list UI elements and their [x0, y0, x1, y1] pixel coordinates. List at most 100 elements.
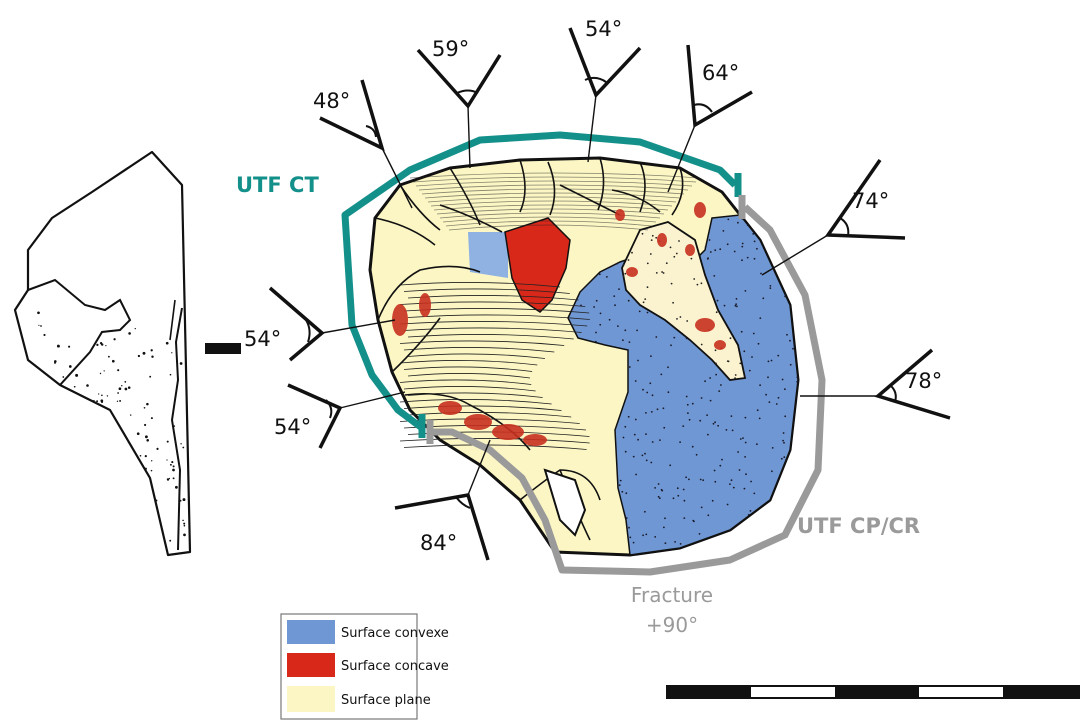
stipple-dot [741, 259, 743, 262]
scale-bar-seg-2 [835, 686, 919, 698]
stipple-dot [700, 343, 703, 346]
stipple-dot [142, 351, 146, 355]
stipple-dot [679, 316, 682, 318]
stipple-dot [789, 363, 792, 366]
stipple-dot [107, 355, 110, 358]
stipple-dot [101, 394, 103, 397]
stipple-dot [768, 401, 771, 403]
stipple-dot [628, 526, 630, 529]
stipple-dot [606, 276, 608, 278]
stipple-dot [151, 355, 154, 358]
stipple-dot [662, 272, 665, 274]
stipple-dot [633, 433, 636, 436]
stipple-dot [622, 275, 625, 278]
stipple-dot [669, 246, 672, 249]
stipple-dot [700, 506, 703, 509]
angle-label-84: 84° [420, 531, 457, 555]
stipple-dot [743, 487, 746, 490]
stipple-dot [172, 465, 175, 468]
stipple-dot [654, 487, 656, 489]
angle-label-78: 78° [905, 369, 942, 393]
stipple-dot [714, 249, 717, 252]
stipple-dot [737, 451, 739, 453]
stipple-dot [714, 480, 717, 483]
hatch-line [407, 373, 531, 379]
side-view-outline [13, 150, 192, 557]
stipple-dot [718, 390, 721, 392]
stipple-dot [629, 536, 632, 539]
angle-label-59: 59° [432, 37, 469, 61]
plane-patch-right [621, 221, 747, 381]
stipple-dot [715, 362, 717, 365]
stipple-dot [641, 454, 644, 457]
angle-gauge-54-top [568, 27, 642, 163]
stipple-dot [782, 432, 785, 434]
hatch-line [430, 200, 673, 207]
stipple-dot [37, 311, 40, 315]
stipple-dot [765, 393, 767, 396]
side-view-stipple [37, 311, 186, 542]
stipple-dot [183, 524, 186, 527]
hatch-line [421, 188, 685, 195]
hatch-line [409, 172, 701, 179]
stipple-dot [128, 332, 131, 335]
stipple-dot [730, 415, 733, 417]
stipple-dot [698, 533, 701, 535]
legend-swatch-convex [287, 620, 335, 644]
hatch-line [403, 425, 587, 431]
stipple-dot [745, 473, 747, 476]
stipple-dot [723, 304, 726, 307]
stipple-dot [169, 373, 172, 376]
angle-gauge-48 [319, 79, 413, 209]
stipple-dot [98, 393, 100, 395]
stipple-dot [624, 450, 627, 453]
stipple-dot [679, 543, 682, 545]
stipple-dot [173, 425, 176, 427]
hatch-line [403, 405, 562, 411]
stipple-dot [734, 304, 737, 307]
stipple-dot [730, 479, 733, 482]
hatch-line [424, 192, 681, 199]
hatch-line [407, 392, 543, 398]
stipple-dot [646, 391, 649, 394]
stipple-dot [624, 329, 627, 332]
stipple-dot [792, 347, 794, 350]
stipple-dot [717, 424, 719, 427]
stipple-dot [644, 298, 647, 300]
stipple-dot [687, 412, 689, 414]
stipple-dot [691, 402, 694, 405]
stipple-dot [599, 323, 602, 326]
stipple-dot [741, 245, 744, 248]
stipple-dot [743, 350, 746, 353]
stipple-dot [715, 373, 717, 376]
stipple-dot [622, 339, 624, 342]
stipple-dot [631, 251, 633, 254]
stipple-dot [169, 463, 172, 466]
stipple-dot [735, 303, 737, 306]
stipple-dot [183, 522, 186, 525]
stipple-dot [733, 250, 736, 253]
stipple-dot [151, 460, 153, 462]
stipple-dot [642, 301, 645, 304]
angle-label-54-left1: 54° [244, 327, 281, 351]
stipple-dot [650, 355, 652, 357]
stipple-dot [783, 441, 785, 444]
stipple-dot [796, 376, 799, 379]
stipple-dot [634, 418, 637, 421]
scale-bar [666, 685, 1080, 699]
stipple-dot [731, 429, 734, 432]
stipple-dot [649, 253, 652, 255]
hatch-line [433, 204, 669, 211]
stipple-dot [759, 384, 761, 387]
stipple-dot [180, 443, 182, 445]
stipple-dot [709, 251, 712, 253]
stipple-dot [641, 232, 644, 235]
fracture-label: Fracture [631, 583, 713, 607]
stipple-dot [618, 484, 621, 487]
angle-label-74: 74° [852, 189, 889, 213]
angle-gauge-54-left2 [287, 383, 406, 449]
stipple-dot [618, 288, 620, 290]
stipple-dot [645, 459, 648, 462]
stipple-dot [752, 233, 755, 235]
